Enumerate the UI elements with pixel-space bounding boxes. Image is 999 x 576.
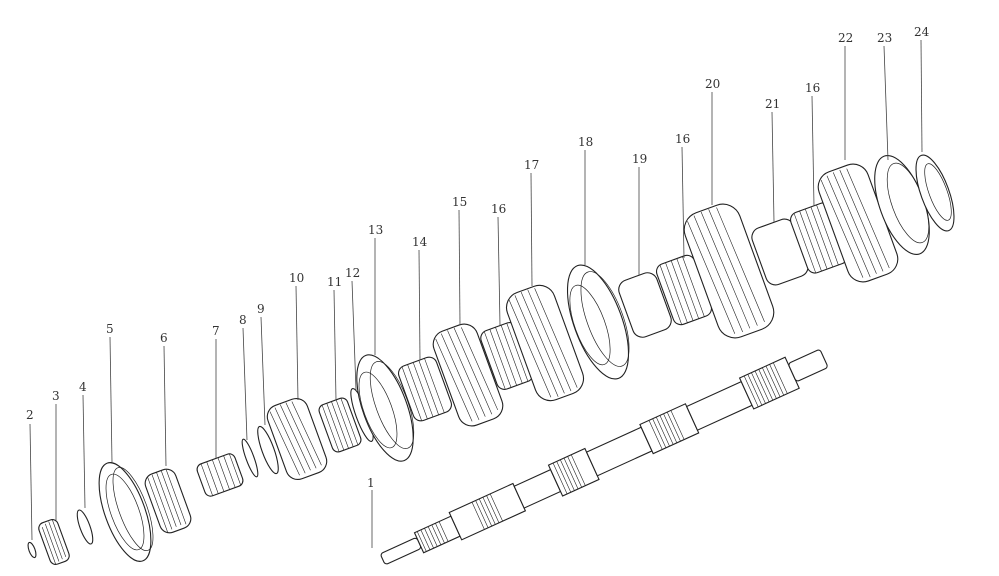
label-15: 15	[452, 195, 467, 209]
part-labels: 1 2 3 4 5 6 7 8 9 10 11 12 13 14 15 16 1…	[26, 25, 930, 490]
label-11: 11	[327, 275, 342, 289]
part-5-synchro-hub	[98, 462, 154, 562]
part-19-sleeve	[618, 272, 672, 338]
part-17-large-gear	[505, 284, 585, 402]
label-16-c: 16	[805, 81, 820, 95]
label-5: 5	[106, 322, 114, 336]
part-2-circlip	[27, 541, 37, 559]
label-20: 20	[705, 77, 720, 91]
label-4: 4	[79, 380, 87, 394]
label-7: 7	[212, 324, 220, 338]
label-2: 2	[26, 408, 34, 422]
label-12: 12	[345, 266, 360, 280]
label-24: 24	[914, 25, 930, 39]
part-20-large-gear	[683, 203, 775, 339]
part-4-washer	[76, 509, 94, 545]
part-24-gear-ring	[915, 154, 955, 232]
label-3: 3	[52, 389, 60, 403]
label-18: 18	[578, 135, 593, 149]
label-22: 22	[838, 31, 853, 45]
leader-lines	[29, 39, 923, 548]
part-3-bearing	[38, 519, 70, 565]
label-14: 14	[412, 235, 428, 249]
label-1: 1	[367, 476, 375, 490]
part-6-gear	[144, 468, 192, 534]
part-15-helical-gear	[432, 323, 504, 427]
part-8-washer	[241, 438, 259, 478]
part-16-needle-bearing-b	[655, 254, 713, 326]
label-9: 9	[257, 302, 265, 316]
part-7-needle-bearing	[196, 453, 244, 497]
label-13: 13	[368, 223, 383, 237]
part-10-helical-gear	[266, 398, 328, 480]
label-19: 19	[632, 152, 647, 166]
label-16-a: 16	[491, 202, 506, 216]
label-10: 10	[289, 271, 304, 285]
label-23: 23	[877, 31, 892, 45]
part-14-needle-bearing	[397, 356, 453, 422]
label-6: 6	[160, 331, 168, 345]
part-18-synchronizer	[566, 264, 630, 380]
label-8: 8	[239, 313, 247, 327]
label-21: 21	[765, 97, 780, 111]
main-shaft	[380, 349, 828, 565]
label-16-b: 16	[675, 132, 690, 146]
part-9-washer	[257, 425, 279, 475]
part-11-needle-bearing	[318, 397, 362, 453]
label-17: 17	[524, 158, 539, 172]
